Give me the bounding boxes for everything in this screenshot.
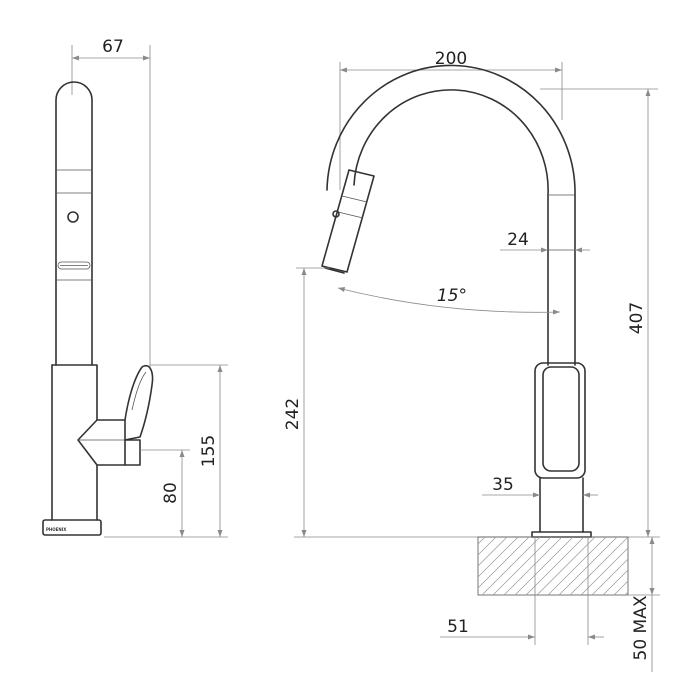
dimension-label-15-degrees: 15° [437, 286, 467, 306]
dimension-width-side: 67 [71, 37, 151, 370]
dimension-label-155: 155 [199, 435, 219, 467]
hatch-line [478, 537, 519, 578]
hatch-line [664, 534, 700, 600]
hatch-line [514, 537, 574, 595]
dimension-spout-diameter: 24 [500, 230, 590, 253]
benchtop-section [400, 534, 700, 645]
hatch-line [400, 534, 466, 600]
dimension-hole-diameter: 51 [440, 617, 604, 640]
front-body [531, 362, 592, 538]
spray-button-icon [67, 211, 79, 223]
brand-mark: PHOENIX [46, 527, 66, 532]
spray-head [321, 169, 375, 274]
hatch-line [478, 537, 530, 589]
aerator-icon [57, 261, 91, 270]
dimension-label-80: 80 [161, 482, 181, 504]
hatch-line [631, 534, 697, 600]
hatch-line [653, 534, 700, 600]
hatch-line [580, 547, 628, 595]
dimension-label-67: 67 [102, 37, 124, 57]
dimension-label-242: 242 [283, 398, 303, 430]
hatch-line [536, 537, 596, 595]
hatch-line [558, 537, 618, 595]
dimension-lever-height-side: 80 [140, 449, 190, 537]
dimension-label-51: 51 [447, 617, 469, 637]
dimension-reach-front: 200 [339, 49, 563, 190]
hatch-line [547, 537, 607, 595]
hatch-line [602, 569, 628, 595]
hatch-line [478, 537, 497, 556]
hatch-line [481, 537, 541, 595]
dimension-label-50-max: 50 MAX [631, 595, 651, 660]
dimension-bench-thickness: 50 MAX [628, 537, 660, 672]
dimension-label-200: 200 [435, 49, 467, 69]
front-view: 200 24 15° [283, 49, 700, 672]
hatch-line [686, 534, 700, 600]
hatch-line [492, 537, 552, 595]
handle-lever [542, 366, 580, 472]
side-body: PHOENIX [42, 364, 102, 536]
hatch-line [525, 537, 585, 595]
hatch-line [478, 537, 508, 567]
dimension-spout-height: 242 [283, 267, 330, 537]
hatch-line [613, 580, 628, 595]
spray-button-icon [332, 210, 340, 218]
side-spout [55, 81, 93, 366]
hatch-line [591, 558, 628, 595]
side-lever [77, 365, 154, 466]
hatch-line [675, 534, 700, 600]
hatch-line [503, 537, 563, 595]
hatch-line [569, 537, 628, 595]
front-gooseneck-spout [326, 64, 576, 366]
dimension-label-407: 407 [627, 302, 647, 334]
dimension-label-24: 24 [507, 230, 529, 250]
dimension-total-height-front: 407 [540, 88, 658, 537]
dimension-total-height-side: 155 [104, 364, 228, 538]
hatch-line [411, 534, 477, 600]
dimension-label-35: 35 [492, 475, 514, 495]
side-view: 67 PHOENIX [42, 37, 228, 538]
dimension-spray-angle: 15° [337, 286, 561, 315]
dimension-body-diameter: 35 [482, 475, 598, 498]
